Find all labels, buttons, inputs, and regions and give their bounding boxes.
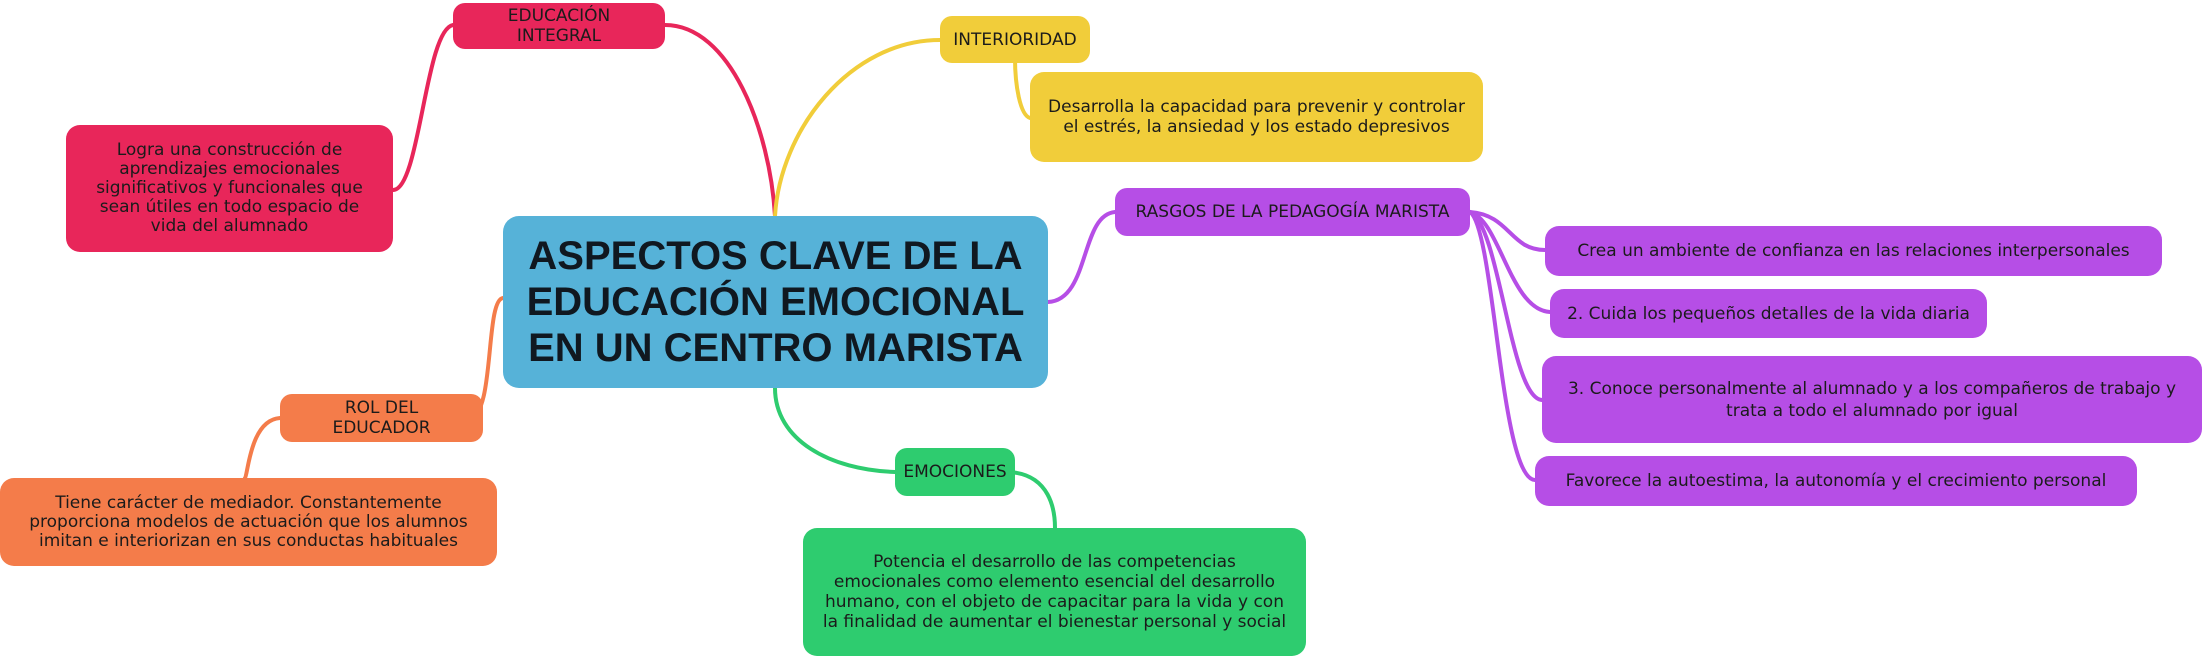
link-rasgos-item-1 bbox=[1468, 210, 1547, 252]
branch-interioridad: INTERIORIDAD bbox=[940, 16, 1090, 63]
link-center-emociones bbox=[773, 386, 897, 474]
interioridad-detail: Desarrolla la capacidad para prevenir y … bbox=[1030, 72, 1483, 162]
link-educacion-integral-detail bbox=[391, 23, 455, 192]
branch-emociones: EMOCIONES bbox=[895, 448, 1015, 496]
central-topic: ASPECTOS CLAVE DE LA EDUCACIÓN EMOCIONAL… bbox=[503, 216, 1048, 388]
rasgos-item-1: Crea un ambiente de confianza en las rel… bbox=[1545, 226, 2162, 276]
link-rasgos-item-4 bbox=[1468, 210, 1537, 482]
rol-educador-detail: Tiene carácter de mediador. Constantemen… bbox=[0, 478, 497, 566]
link-interioridad-detail bbox=[1013, 56, 1032, 120]
link-center-interioridad bbox=[773, 38, 942, 218]
branch-educacion-integral: EDUCACIÓN INTEGRAL bbox=[453, 3, 665, 49]
educacion-integral-detail: Logra una construcción de aprendizajes e… bbox=[66, 125, 393, 252]
link-center-educacion-integral bbox=[663, 23, 777, 218]
link-emociones-detail bbox=[1008, 470, 1057, 530]
link-rasgos-item-2 bbox=[1468, 210, 1552, 314]
rasgos-item-4: Favorece la autoestima, la autonomía y e… bbox=[1535, 456, 2137, 506]
link-center-rasgos bbox=[1046, 210, 1117, 304]
emociones-detail: Potencia el desarrollo de las competenci… bbox=[803, 528, 1306, 656]
rasgos-item-3: 3. Conoce personalmente al alumnado y a … bbox=[1542, 356, 2202, 443]
rasgos-item-2: 2. Cuida los pequeños detalles de la vid… bbox=[1550, 289, 1987, 338]
link-rasgos-item-3 bbox=[1468, 210, 1544, 402]
branch-rasgos-pedagogia-marista: RASGOS DE LA PEDAGOGÍA MARISTA bbox=[1115, 188, 1470, 236]
link-rol-educador-detail bbox=[243, 416, 282, 480]
branch-rol-del-educador: ROL DEL EDUCADOR bbox=[280, 394, 483, 442]
